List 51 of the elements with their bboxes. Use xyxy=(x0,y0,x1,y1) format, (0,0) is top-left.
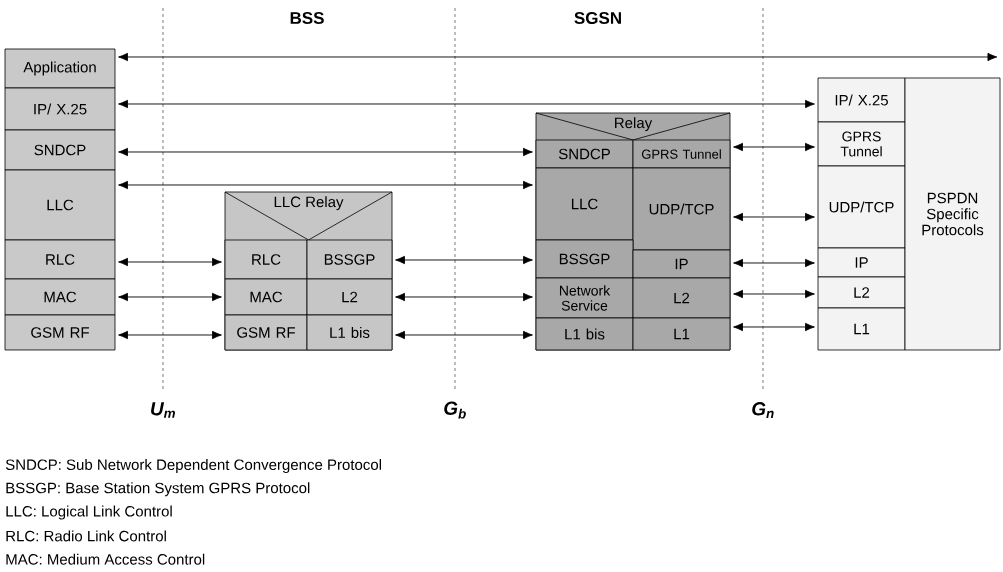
protocol-cell: GSM RF xyxy=(4,314,116,351)
arrow xyxy=(733,258,815,268)
interface-label: G$_{n}$ xyxy=(752,402,774,418)
arrow xyxy=(395,292,533,302)
arrow xyxy=(118,257,222,267)
protocol-cell: RLC xyxy=(4,239,116,280)
protocol-cell: L2 xyxy=(817,276,906,309)
arrow xyxy=(118,147,533,157)
arrow xyxy=(118,292,222,302)
arrow xyxy=(118,99,815,109)
abbreviation-note: BSSGP: Base Station System GPRS Protocol xyxy=(6,482,310,497)
protocol-cell: IP xyxy=(817,247,906,278)
protocol-cell: L1 bis xyxy=(306,314,393,351)
arrow xyxy=(118,52,998,62)
protocol-cell: Network Service xyxy=(535,277,634,319)
interface-label: G$_{b}$ xyxy=(444,401,466,419)
arrow xyxy=(733,142,815,152)
protocol-cell: L1 xyxy=(632,317,731,351)
arrow xyxy=(733,289,815,299)
protocol-cell: BSSGP xyxy=(535,239,634,279)
interface-label: U$_{m}$ xyxy=(151,402,175,418)
arrow xyxy=(395,255,533,265)
protocol-cell: GPRS Tunnel xyxy=(817,121,906,167)
protocol-cell: Application xyxy=(4,48,116,89)
protocol-cell: LLC xyxy=(4,169,116,241)
abbreviation-note: MAC: Medium Access Control xyxy=(6,553,205,565)
arrow xyxy=(395,330,533,340)
protocol-cell: IP/ X.25 xyxy=(4,87,116,131)
protocol-cell: GSM RF xyxy=(224,314,308,351)
protocol-cell: L1 bis xyxy=(535,317,634,351)
protocol-cell: GPRS Tunnel xyxy=(632,139,731,169)
arrow xyxy=(118,330,222,340)
arrow xyxy=(733,212,815,222)
protocol-cell: L2 xyxy=(632,277,731,319)
protocol-cell: RLC xyxy=(224,239,308,280)
protocol-cell: MAC xyxy=(224,278,308,316)
protocol-cell: L2 xyxy=(306,278,393,316)
column-heading: BSS xyxy=(290,12,324,24)
abbreviation-note: LLC: Logical Link Control xyxy=(6,505,172,520)
protocol-cell: SNDCP xyxy=(535,139,634,169)
protocol-cell: IP xyxy=(632,249,731,279)
protocol-cell: SNDCP xyxy=(4,129,116,171)
arrow xyxy=(118,180,533,190)
arrow xyxy=(733,322,815,332)
protocol-cell: MAC xyxy=(4,278,116,316)
column-heading: SGSN xyxy=(574,12,621,24)
abbreviation-note: RLC: Radio Link Control xyxy=(6,530,166,542)
abbreviation-note: SNDCP: Sub Network Dependent Convergence Protocol xyxy=(5,459,381,473)
protocol-cell: BSSGP xyxy=(306,239,393,280)
protocol-cell: L1 xyxy=(817,307,906,351)
protocol-cell: IP/ X.25 xyxy=(817,77,906,123)
